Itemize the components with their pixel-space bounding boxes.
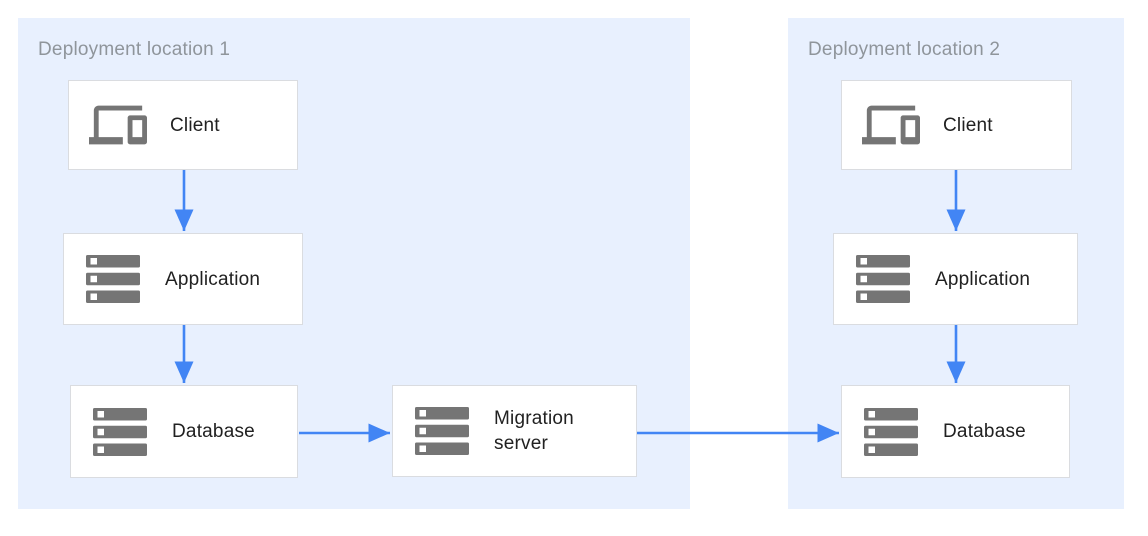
node-label: Client [170, 114, 220, 136]
server-stack-icon [84, 255, 142, 303]
node-label: Application [165, 268, 261, 290]
node-client-1: Client [68, 80, 298, 170]
node-database-2: Database [841, 385, 1070, 478]
devices-icon [862, 96, 920, 154]
node-label: Database [943, 421, 1026, 442]
node-label: Migration server [494, 408, 574, 454]
region-label: Deployment location 2 [808, 39, 1001, 60]
devices-icon [89, 96, 147, 154]
server-stack-icon [91, 407, 149, 456]
node-client-2: Client [841, 80, 1072, 170]
node-application-2: Application [833, 233, 1078, 325]
region-label: Deployment location 1 [38, 39, 231, 60]
server-stack-icon [862, 407, 920, 456]
node-application-1: Application [63, 233, 303, 325]
node-migration-server: Migration server [392, 385, 637, 477]
node-database-1: Database [70, 385, 298, 478]
server-stack-icon [854, 255, 912, 303]
node-label: Application [935, 268, 1031, 290]
server-stack-icon [413, 407, 471, 455]
node-label: Client [943, 114, 993, 136]
node-label: Database [172, 421, 255, 442]
